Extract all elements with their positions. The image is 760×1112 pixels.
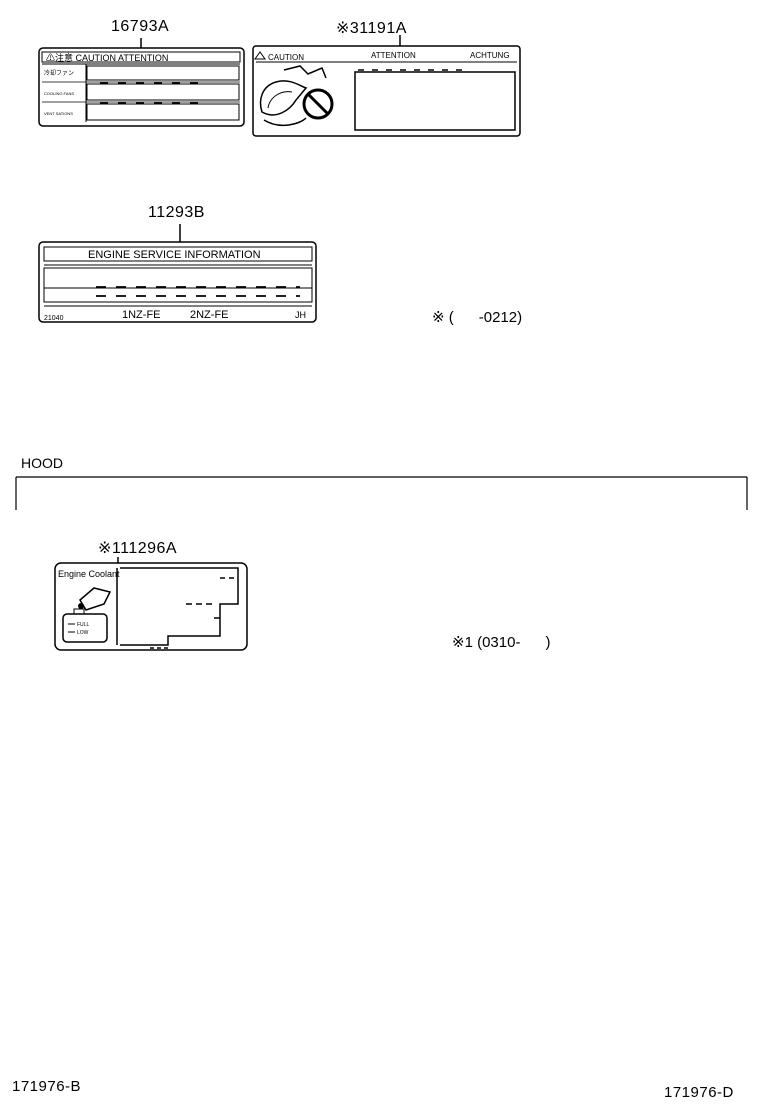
label-16793a: ⚠注意 CAUTION ATTENTION 冷却ファン COOLING FANS… — [38, 38, 245, 127]
label-111296a: Engine Coolant FULL LOW — [54, 557, 248, 651]
part-number-31191a: ※31191A — [336, 20, 407, 37]
label-11293b-engine2: 2NZ-FE — [190, 309, 229, 321]
label-11293b-region: JH — [295, 310, 306, 320]
part-number-111296a: ※111296A — [98, 540, 178, 557]
label-16793a-row2: COOLING FANS — [44, 91, 74, 96]
hand-prohibited-icon — [259, 65, 334, 127]
label-16793a-row3: VENT SATIONS — [44, 111, 73, 116]
label-31191a-achtung: ACHTUNG — [470, 51, 510, 60]
footer-code-right: 171976-D — [664, 1084, 734, 1101]
hood-bracket — [15, 476, 748, 510]
applicability-note-2: ※1 (0310- ) — [452, 634, 551, 651]
coolant-bottle-icon: FULL LOW — [62, 587, 112, 643]
label-11293b: ENGINE SERVICE INFORMATION 21040 1NZ-FE … — [38, 224, 317, 323]
section-label-hood: HOOD — [21, 455, 63, 471]
label-111296a-title: Engine Coolant — [58, 569, 120, 579]
label-16793a-row1: 冷却ファン — [44, 69, 74, 77]
label-111296a-low: LOW — [77, 630, 89, 636]
label-11293b-code: 21040 — [44, 315, 64, 322]
footer-code-left: 171976-B — [12, 1078, 82, 1095]
label-16793a-header: ⚠注意 CAUTION ATTENTION — [46, 52, 168, 63]
applicability-note-1: ※ ( -0212) — [432, 309, 523, 326]
part-number-16793a: 16793A — [111, 18, 170, 35]
label-31191a-caution: CAUTION — [268, 53, 304, 62]
label-11293b-title: ENGINE SERVICE INFORMATION — [88, 249, 261, 261]
label-31191a-attention: ATTENTION — [371, 51, 416, 60]
warning-triangle-icon — [254, 51, 266, 60]
label-111296a-full: FULL — [77, 622, 89, 628]
part-number-11293b: 11293B — [148, 204, 205, 221]
label-11293b-engine1: 1NZ-FE — [122, 309, 161, 321]
label-31191a: CAUTION ATTENTION ACHTUNG — [252, 35, 521, 137]
